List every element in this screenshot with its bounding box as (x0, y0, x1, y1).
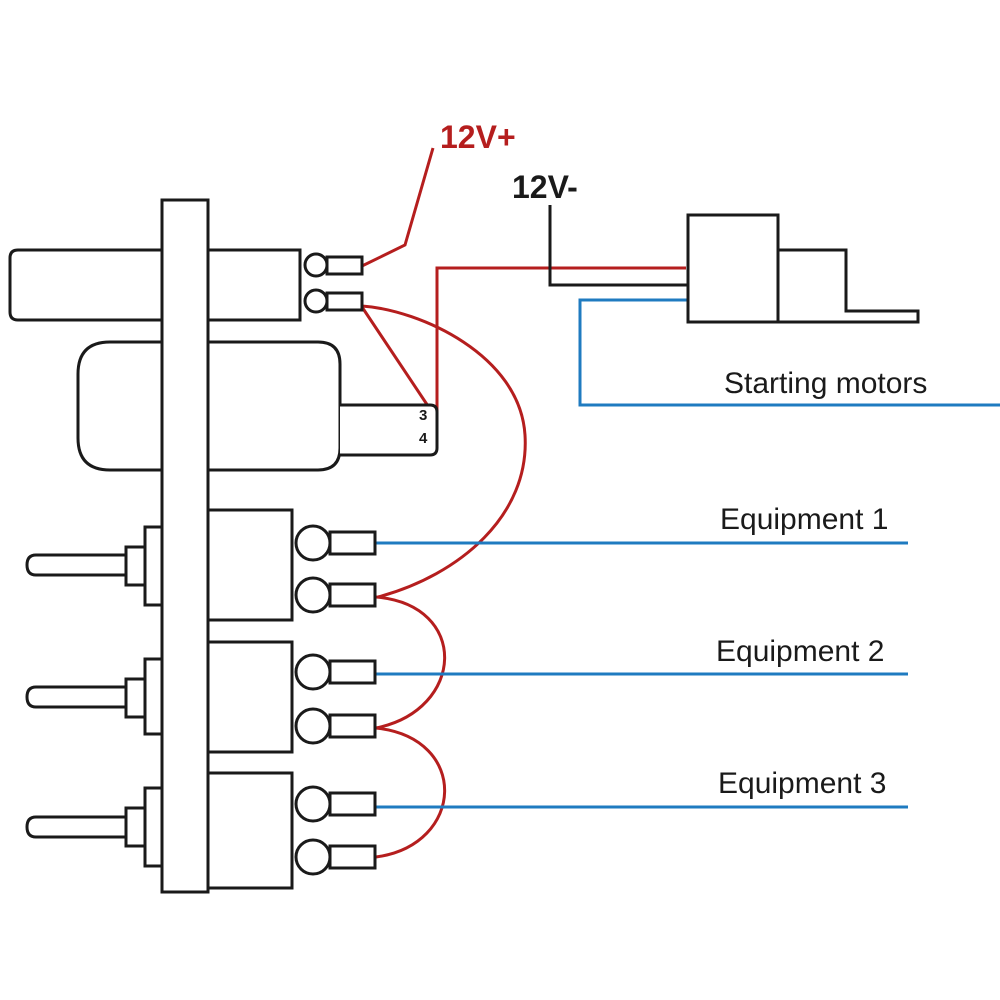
wire-starting-motors (578, 298, 1000, 407)
positive-label: 12V+ (440, 119, 516, 155)
toggle-body-3 (205, 771, 294, 890)
wire-key-to-switch-1 (361, 304, 527, 599)
ignition-terminal-2-lug (325, 291, 364, 312)
toggle-switch-2 (25, 640, 377, 754)
wire-12v-negative (548, 205, 688, 287)
relay-body (686, 213, 780, 324)
toggle-2-terminal-2 (294, 707, 332, 745)
toggle-lever-3 (25, 815, 126, 839)
mounting-panel (160, 198, 210, 894)
toggle-bushing-3 (124, 806, 148, 848)
toggle-3-terminal-2 (294, 838, 332, 876)
toggle-1-terminal-2 (294, 576, 332, 614)
pin-3-label: 3 (419, 407, 427, 424)
toggle-1-terminal-2-lug (328, 582, 377, 608)
toggle-bushing-2 (124, 677, 148, 719)
toggle-3-terminal-2-lug (328, 844, 377, 870)
equipment-3-label: Equipment 3 (718, 767, 886, 800)
wire-switch-1-to-switch-2 (375, 595, 447, 730)
ignition-terminal-2 (303, 288, 329, 314)
ignition-terminal-1-lug (325, 255, 364, 276)
wire-pin-4-to-relay (430, 266, 686, 438)
wire-switch-2-to-switch-3 (375, 726, 447, 859)
toggle-2-terminal-1-lug (328, 659, 377, 685)
negative-label: 12V- (512, 169, 578, 205)
toggle-lever-1 (25, 553, 126, 577)
relay-bracket (776, 248, 920, 324)
equipment-2-label: Equipment 2 (716, 635, 884, 668)
toggle-nut-1 (143, 525, 165, 607)
toggle-3-terminal-1-lug (328, 791, 377, 817)
toggle-1-terminal-1-lug (328, 530, 377, 556)
ignition-switch (8, 248, 364, 322)
wire-12v-positive-feed (361, 147, 435, 268)
start-button-terminal-block (340, 403, 439, 457)
toggle-bushing-1 (124, 545, 148, 587)
toggle-body-1 (205, 508, 294, 622)
ignition-switch-body (8, 248, 302, 322)
starter-relay (686, 213, 920, 324)
ignition-terminal-1 (303, 252, 329, 278)
toggle-2-terminal-1 (294, 653, 332, 691)
positive-wires (360, 147, 686, 859)
toggle-nut-2 (143, 657, 165, 736)
toggle-2-terminal-2-lug (328, 713, 377, 739)
toggle-nut-3 (143, 786, 165, 868)
toggle-3-terminal-1 (294, 785, 332, 823)
toggle-1-terminal-1 (294, 524, 332, 562)
toggle-switch-3 (25, 771, 377, 890)
start-button: 3 4 (76, 340, 439, 472)
pin-4-label: 4 (419, 430, 428, 447)
signal-wires (376, 298, 1000, 809)
starting-motors-label: Starting motors (724, 367, 927, 400)
toggle-body-2 (205, 640, 294, 754)
wire-key-to-pin-3 (360, 306, 434, 413)
toggle-switch-1 (25, 508, 377, 622)
equipment-1-label: Equipment 1 (720, 503, 888, 536)
toggle-lever-2 (25, 685, 126, 709)
